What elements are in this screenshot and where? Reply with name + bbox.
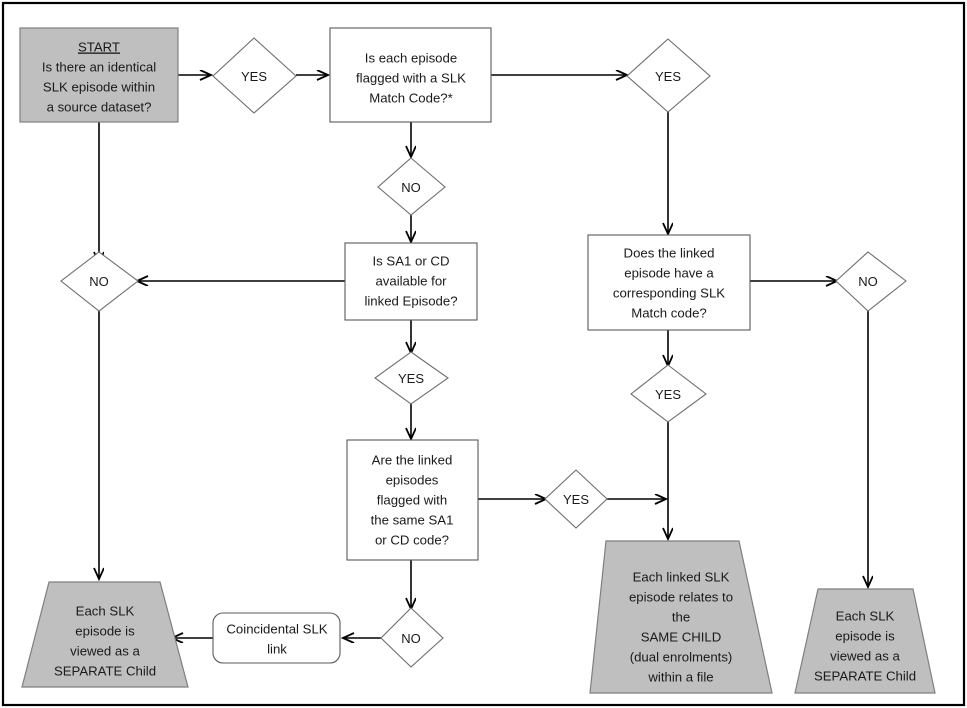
yes-2-label: YES [655, 69, 681, 84]
yes-1-diamond-shape [212, 37, 297, 114]
q-linked-slk-match-line-4: Match code? [631, 305, 707, 320]
q-linked-slk-match-line-2: episode have a [624, 265, 714, 280]
q-slk-match-code-line-3: Match Code?* [369, 90, 453, 105]
outcome-separate-left-shape [21, 581, 189, 688]
outcome-same-child-line-4: SAME CHILD [641, 629, 722, 644]
outcome-separate-right-line-1: Each SLK [836, 608, 895, 623]
no-left-diamond-shape [60, 251, 139, 312]
node-yes-2[interactable]: YES [626, 38, 711, 113]
node-no-1[interactable]: NO [377, 157, 446, 216]
q-linked-slk-match-line-1: Does the linked [624, 245, 715, 260]
node-no-right[interactable]: NO [835, 251, 907, 312]
no-bottom-label: NO [401, 631, 421, 646]
start-heading: START [78, 39, 120, 54]
connectors [99, 75, 868, 638]
node-q-linked-slk-match[interactable]: Does the linked episode have a correspon… [587, 234, 751, 331]
q-sa1-cd-shape [344, 242, 478, 321]
node-q-slk-match-code[interactable]: Is each episode flagged with a SLK Match… [329, 27, 492, 123]
node-yes-3[interactable]: YES [374, 351, 449, 405]
q-linked-slk-match-shape [587, 234, 751, 331]
outcome-separate-left-line-2: episode is [75, 623, 135, 638]
outcome-same-child-line-6: within a file [647, 669, 713, 684]
outcome-same-child-line-5: (dual enrolments) [630, 649, 733, 664]
q-slk-match-code-line-2: flagged with a SLK [356, 70, 466, 85]
outcome-separate-left-line-1: Each SLK [76, 603, 135, 618]
outcome-separate-right-line-2: episode is [835, 628, 895, 643]
outcome-same-child-line-2: episode relates to [629, 589, 733, 604]
start-box-shape [19, 27, 179, 123]
q-sa1-cd-line-1: Is SA1 or CD [373, 253, 450, 268]
yes-3-diamond-shape [374, 351, 449, 405]
outcome-separate-right-shape [794, 588, 936, 694]
start-line-1: Is there an identical [42, 59, 156, 74]
outcome-separate-left-line-3: viewed as a [70, 643, 140, 658]
yes-3-label: YES [398, 371, 424, 386]
q-same-sa1-cd-shape [346, 439, 479, 561]
node-start[interactable]: START Is there an identical SLK episode … [19, 27, 179, 123]
q-sa1-cd-line-3: linked Episode? [364, 293, 457, 308]
node-yes-5[interactable]: YES [544, 469, 608, 529]
yes-2-diamond-shape [626, 38, 711, 113]
yes-5-diamond-shape [544, 469, 608, 529]
q-same-sa1-cd-line-3: flagged with [377, 492, 447, 507]
coincidental-link-line-2: link [267, 641, 287, 656]
node-yes-1[interactable]: YES [212, 37, 297, 114]
node-outcome-separate-right[interactable]: Each SLK episode is viewed as a SEPARATE… [794, 588, 936, 694]
outcome-separate-right-line-4: SEPARATE Child [814, 668, 916, 683]
q-slk-match-code-shape [329, 27, 492, 123]
start-line-3: a source dataset? [47, 99, 152, 114]
q-same-sa1-cd-line-5: or CD code? [375, 532, 449, 547]
start-line-2: SLK episode within [43, 79, 155, 94]
node-no-bottom[interactable]: NO [380, 607, 444, 668]
no-right-diamond-shape [835, 251, 907, 312]
q-linked-slk-match-line-3: corresponding SLK [613, 285, 725, 300]
yes-5-label: YES [563, 492, 589, 507]
q-same-sa1-cd-line-4: the same SA1 [371, 512, 454, 527]
outcome-same-child-line-1: Each linked SLK [633, 569, 730, 584]
no-1-label: NO [401, 180, 421, 195]
node-no-left[interactable]: NO [60, 251, 139, 312]
outcome-same-child-shape [589, 540, 773, 694]
coincidental-link-line-1: Coincidental SLK [226, 621, 327, 636]
yes-1-label: YES [241, 69, 267, 84]
node-coincidental-link[interactable]: Coincidental SLK link [212, 612, 341, 664]
q-slk-match-code-line-1: Is each episode [365, 50, 457, 65]
no-right-label: NO [858, 274, 878, 289]
no-1-diamond-shape [377, 157, 446, 216]
outcome-separate-right-line-3: viewed as a [830, 648, 900, 663]
node-q-sa1-cd[interactable]: Is SA1 or CD available for linked Episod… [344, 242, 478, 321]
no-bottom-diamond-shape [380, 607, 444, 668]
node-outcome-separate-left[interactable]: Each SLK episode is viewed as a SEPARATE… [21, 581, 189, 688]
coincidental-link-shape [212, 612, 341, 664]
q-sa1-cd-line-2: available for [375, 273, 447, 288]
yes-4-label: YES [655, 387, 681, 402]
node-outcome-same-child[interactable]: Each linked SLK episode relates to the S… [589, 540, 773, 694]
node-q-same-sa1-cd[interactable]: Are the linked episodes flagged with the… [346, 439, 479, 561]
q-same-sa1-cd-line-1: Are the linked [372, 452, 453, 467]
no-left-label: NO [89, 274, 109, 289]
outcome-same-child-line-3: the [672, 609, 690, 624]
yes-4-diamond-shape [630, 364, 707, 423]
outcome-separate-left-line-4: SEPARATE Child [54, 663, 156, 678]
q-same-sa1-cd-line-2: episodes [386, 472, 439, 487]
node-yes-4[interactable]: YES [630, 364, 707, 423]
